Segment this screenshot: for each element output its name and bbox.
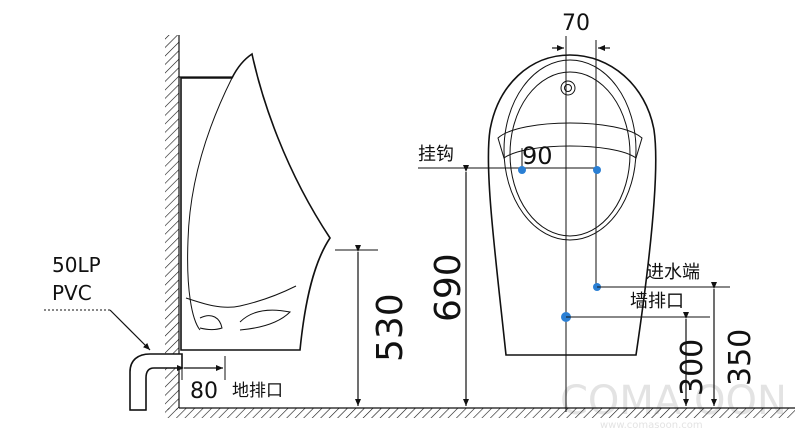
urinal-front-view: [487, 36, 657, 412]
hook-height-value: 690: [428, 253, 469, 322]
hook-spacing-value: 90: [522, 142, 553, 170]
water-inlet-label: 进水端: [646, 262, 700, 283]
hook-marker-right: [593, 166, 601, 174]
water-inlet: 进水端: [593, 262, 730, 291]
wall-drain-label: 墙排口: [630, 291, 684, 312]
watermark-url: www.comasoon.com: [600, 420, 703, 431]
pipe-spec-line1: 50LP: [52, 253, 101, 277]
floor-drain-label: 地排口: [232, 381, 283, 401]
pipe-spec-label: 50LP PVC: [44, 253, 151, 351]
inlet-height-dimension: 350: [711, 282, 758, 406]
hook-marker-left: [518, 166, 526, 174]
inlet-height-value: 350: [723, 329, 758, 386]
top-inlet-dimension: 70: [552, 11, 610, 51]
wall-drain-height-dimension: 300: [675, 312, 710, 406]
hook-label: 挂钩: [418, 144, 454, 165]
top-inlet-value: 70: [562, 11, 590, 36]
pipe-spec-line2: PVC: [52, 281, 92, 305]
floor-drain-value: 80: [190, 379, 218, 404]
side-height-value: 530: [370, 293, 411, 362]
floor: [165, 407, 795, 418]
side-height-dimension: 530: [335, 245, 411, 406]
hook-dimension: 挂钩 90: [418, 142, 601, 174]
wall: [165, 35, 180, 410]
floor-drain-dimension: 80 地排口: [177, 356, 283, 404]
wall-drain-height-value: 300: [675, 339, 710, 396]
hook-height-dimension: 690: [428, 165, 469, 406]
urinal-side-view: [179, 52, 331, 351]
